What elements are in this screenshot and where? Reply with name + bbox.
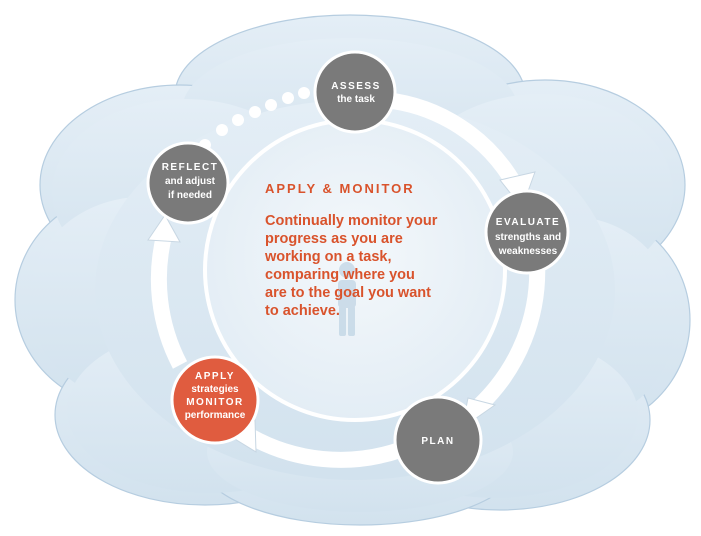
apply-line4: performance: [185, 410, 246, 421]
center-body-line-4: comparing where you: [265, 267, 415, 283]
center-body-line-6: to achieve.: [265, 303, 340, 319]
apply-line3: MONITOR: [186, 397, 244, 408]
reflect-node-circle: [146, 141, 230, 225]
arrow-evaluate-to-plan: [474, 261, 546, 411]
assess-subtitle: the task: [337, 94, 375, 105]
apply-line2: strategies: [191, 384, 239, 395]
evaluate-title: EVALUATE: [496, 217, 560, 228]
center-title: APPLY & MONITOR: [265, 181, 415, 196]
arrowhead-reflect: [147, 214, 181, 243]
cycle-arrows: [150, 92, 546, 468]
center-body-line-5: are to the goal you want: [265, 285, 431, 301]
plan-node-circle: [393, 395, 483, 485]
step-evaluate: EVALUATE strengths and weaknesses: [484, 189, 570, 275]
assess-node-circle: [313, 50, 397, 134]
reflect-line2: and adjust: [165, 176, 216, 187]
center-body-line-2: progress as you are: [265, 231, 403, 247]
evaluate-node-circle: [484, 189, 570, 275]
center-body-line-3: working on a task,: [264, 249, 392, 265]
apply-node-circle: [170, 355, 260, 445]
step-reflect: REFLECT and adjust if needed: [146, 141, 230, 225]
arrow-apply-to-reflect: [150, 229, 188, 369]
reflect-title: REFLECT: [162, 162, 219, 173]
evaluate-line3: weaknesses: [498, 246, 558, 257]
assess-title: ASSESS: [331, 81, 381, 92]
reflect-line3: if needed: [168, 190, 212, 201]
apply-title: APPLY: [195, 371, 235, 382]
evaluate-line2: strengths and: [495, 232, 561, 243]
person-silhouette: [338, 262, 356, 336]
step-assess: ASSESS the task: [313, 50, 397, 134]
plan-title: PLAN: [421, 436, 454, 447]
dotted-connector: [199, 87, 310, 151]
step-plan: PLAN: [393, 395, 483, 485]
center-text: APPLY & MONITOR Continually monitor your…: [264, 181, 438, 319]
arrow-plan-to-apply: [244, 428, 403, 468]
center-body-line-1: Continually monitor your: [265, 213, 438, 229]
step-apply: APPLY strategies MONITOR performance: [170, 355, 260, 445]
arrow-assess-to-evaluate: [384, 92, 522, 190]
